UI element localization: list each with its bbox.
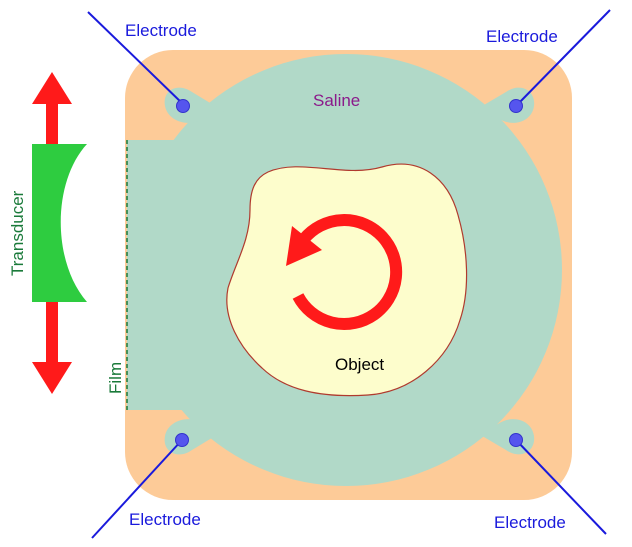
electrode-label-top-right: Electrode xyxy=(486,27,558,46)
transducer xyxy=(32,144,87,302)
electrode-bottom-right xyxy=(509,433,523,447)
electrode-top-left xyxy=(176,99,190,113)
transducer-label: Transducer xyxy=(8,190,27,276)
rotation-arrow xyxy=(286,214,403,330)
film-label: Film xyxy=(106,362,125,394)
saline-label: Saline xyxy=(313,91,360,110)
transducer-motion-arrow xyxy=(32,72,72,394)
object-label: Object xyxy=(335,355,384,374)
electrode-label-bottom-left: Electrode xyxy=(129,510,201,529)
electrode-top-right xyxy=(509,99,523,113)
electrode-label-bottom-right: Electrode xyxy=(494,513,566,532)
electrode-wires xyxy=(87,9,611,539)
object-shape xyxy=(226,163,468,397)
electrode-bottom-left xyxy=(175,433,189,447)
electrode-label-top-left: Electrode xyxy=(125,21,197,40)
